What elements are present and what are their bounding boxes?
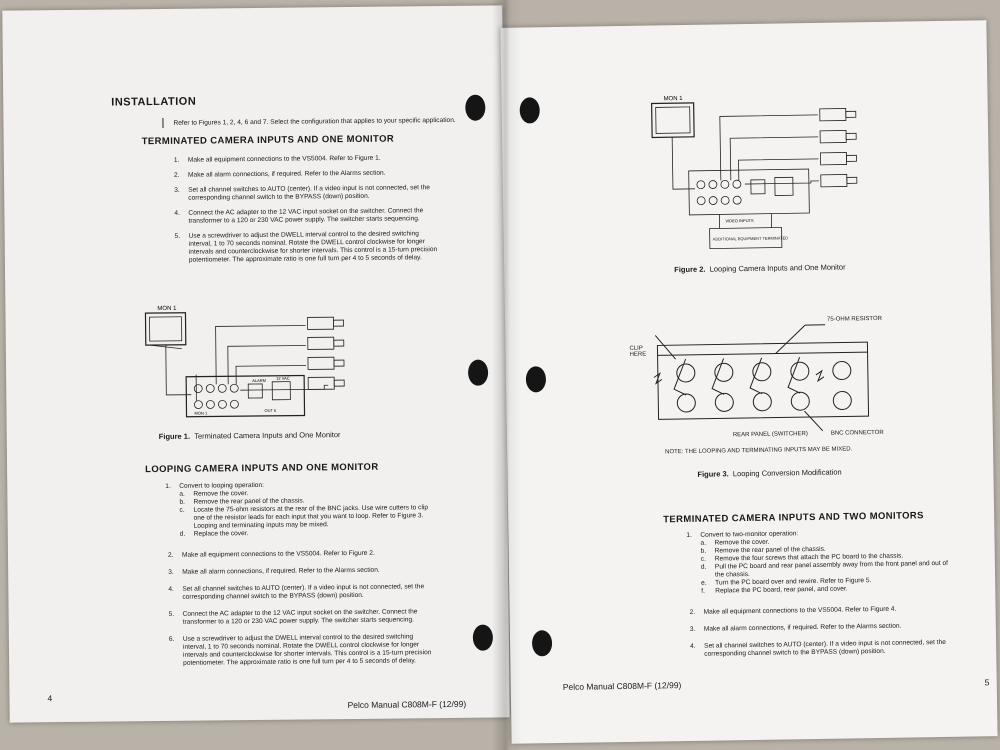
step-text: corresponding channel switch to the BYPA… bbox=[704, 647, 886, 658]
substep-text: Replace the cover. bbox=[193, 530, 249, 538]
punch-hole bbox=[465, 94, 486, 121]
step-number: 5. bbox=[168, 610, 175, 618]
step-number: 4. bbox=[174, 209, 180, 217]
substep-letter: b. bbox=[700, 547, 707, 555]
section2-steps: 2. Make all equipment connections to the … bbox=[2, 5, 502, 667]
step-text: Make all alarm connections, if required.… bbox=[182, 566, 380, 576]
figure3-bnc-label: BNC CONNECTOR bbox=[830, 429, 884, 437]
substep-letter: c. bbox=[700, 555, 706, 563]
step-number: 1. bbox=[686, 531, 692, 540]
punch-hole bbox=[519, 97, 540, 124]
figure2-diagram: MON 1 VIDEO INPUTS bbox=[651, 96, 858, 250]
section1-heading: TERMINATED CAMERA INPUTS AND ONE MONITOR bbox=[141, 133, 395, 148]
step-text: Make all equipment connections to the VS… bbox=[187, 154, 381, 164]
substep-letter: b. bbox=[179, 498, 185, 506]
figure1-caption: Figure 1. Terminated Camera Inputs and O… bbox=[158, 430, 341, 442]
revision-bar bbox=[162, 117, 164, 128]
step-text: Make all equipment connections to the VS… bbox=[703, 605, 897, 616]
figure3-rear-panel-label: REAR PANEL (SWITCHER) bbox=[732, 431, 808, 439]
figure3-note: NOTE: THE LOOPING AND TERMINATING INPUTS… bbox=[665, 446, 853, 456]
section3-heading: TERMINATED CAMERA INPUTS AND TWO MONITOR… bbox=[663, 510, 924, 526]
step-text: Make all equipment connections to the VS… bbox=[181, 549, 375, 559]
section2-step1: 1.Convert to looping operation:a.Remove … bbox=[2, 5, 502, 538]
step-number: 3. bbox=[174, 186, 180, 194]
svg-text:MON 1: MON 1 bbox=[194, 411, 207, 416]
figure1-diagram: MON 1 ALARM 12 VAC MON 1 OUT 6 bbox=[144, 306, 345, 418]
figure3-caption: Figure 3. Looping Conversion Modificatio… bbox=[697, 467, 842, 479]
intro-text: Refer to Figures 1, 2, 4, 6 and 7. Selec… bbox=[173, 116, 456, 127]
substep-text: Looping and terminating inputs may be mi… bbox=[193, 521, 329, 530]
svg-text:ALARM: ALARM bbox=[252, 378, 266, 383]
figure2-caption: Figure 2. Looping Camera Inputs and One … bbox=[674, 262, 846, 275]
left-page: INSTALLATION Refer to Figures 1, 2, 4, 6… bbox=[2, 5, 510, 723]
punch-hole bbox=[467, 359, 489, 386]
figure3-clip-label: CLIP HERE bbox=[629, 345, 647, 358]
step-text: Make all alarm connections, if required.… bbox=[703, 622, 902, 633]
punch-hole bbox=[531, 630, 553, 657]
left-footer: Pelco Manual C808M-F (12/99) bbox=[347, 698, 467, 711]
step-number: 3. bbox=[689, 625, 696, 633]
substep-text: Replace the PC board, rear panel, and co… bbox=[715, 585, 848, 595]
substep-letter: d. bbox=[700, 563, 707, 571]
right-footer: Pelco Manual C808M-F (12/99) bbox=[562, 680, 682, 692]
step-text: corresponding channel switch to the BYPA… bbox=[188, 192, 370, 202]
step-text: Make all alarm connections, if required.… bbox=[187, 169, 386, 179]
substep-letter: e. bbox=[701, 579, 707, 587]
punch-hole bbox=[525, 366, 547, 393]
section3-step1: 1.Convert to two-monitor operation:a.Rem… bbox=[500, 20, 986, 595]
step-number: 3. bbox=[168, 568, 174, 576]
step-text: potentiometer. The approximate ratio is … bbox=[183, 657, 417, 667]
step-number: 2. bbox=[173, 171, 180, 179]
substep-letter: c. bbox=[179, 506, 185, 514]
substep-letter: a. bbox=[179, 490, 185, 498]
step-number: 1. bbox=[173, 156, 180, 164]
figure2-mon-label: MON 1 bbox=[664, 96, 684, 102]
figure3-diagram bbox=[653, 324, 870, 432]
step-text: transformer to a 120 or 230 VAC power su… bbox=[182, 616, 414, 626]
step-number: 5. bbox=[174, 232, 181, 240]
substep-letter: a. bbox=[700, 539, 707, 547]
svg-text:OUT 6: OUT 6 bbox=[264, 408, 277, 413]
step-number: 2. bbox=[689, 608, 696, 616]
step-text: transformer to a 120 or 230 VAC power su… bbox=[188, 215, 420, 225]
step-number: 4. bbox=[690, 642, 696, 650]
figure2-video-inputs: VIDEO INPUTS bbox=[725, 218, 754, 223]
step-text: corresponding channel switch to the BYPA… bbox=[182, 591, 364, 601]
figure3-resistor-label: 75-OHM RESISTOR bbox=[826, 315, 882, 323]
section2-heading: LOOPING CAMERA INPUTS AND ONE MONITOR bbox=[145, 461, 379, 476]
svg-text:12 VAC: 12 VAC bbox=[276, 376, 290, 381]
page-title: INSTALLATION bbox=[111, 95, 197, 109]
step-number: 6. bbox=[168, 635, 175, 643]
punch-hole bbox=[472, 624, 494, 651]
left-page-number: 4 bbox=[47, 693, 53, 704]
substep-letter: d. bbox=[179, 530, 186, 538]
right-page: MON 1 VIDEO INPUTS ADDITIONAL EQUIPMENT … bbox=[500, 20, 998, 744]
section3-steps: 2. Make all equipment connections to the … bbox=[500, 20, 986, 658]
step-text: potentiometer. The approximate ratio is … bbox=[188, 254, 422, 264]
step-number: 2. bbox=[167, 551, 174, 559]
figure1-mon-label: MON 1 bbox=[157, 306, 177, 312]
right-page-number: 5 bbox=[984, 677, 990, 688]
step-number: 1. bbox=[165, 482, 171, 490]
section1-steps: 1. Make all equipment connections to the … bbox=[2, 5, 502, 264]
step-number: 4. bbox=[168, 585, 174, 593]
substep-letter: f. bbox=[701, 587, 706, 595]
